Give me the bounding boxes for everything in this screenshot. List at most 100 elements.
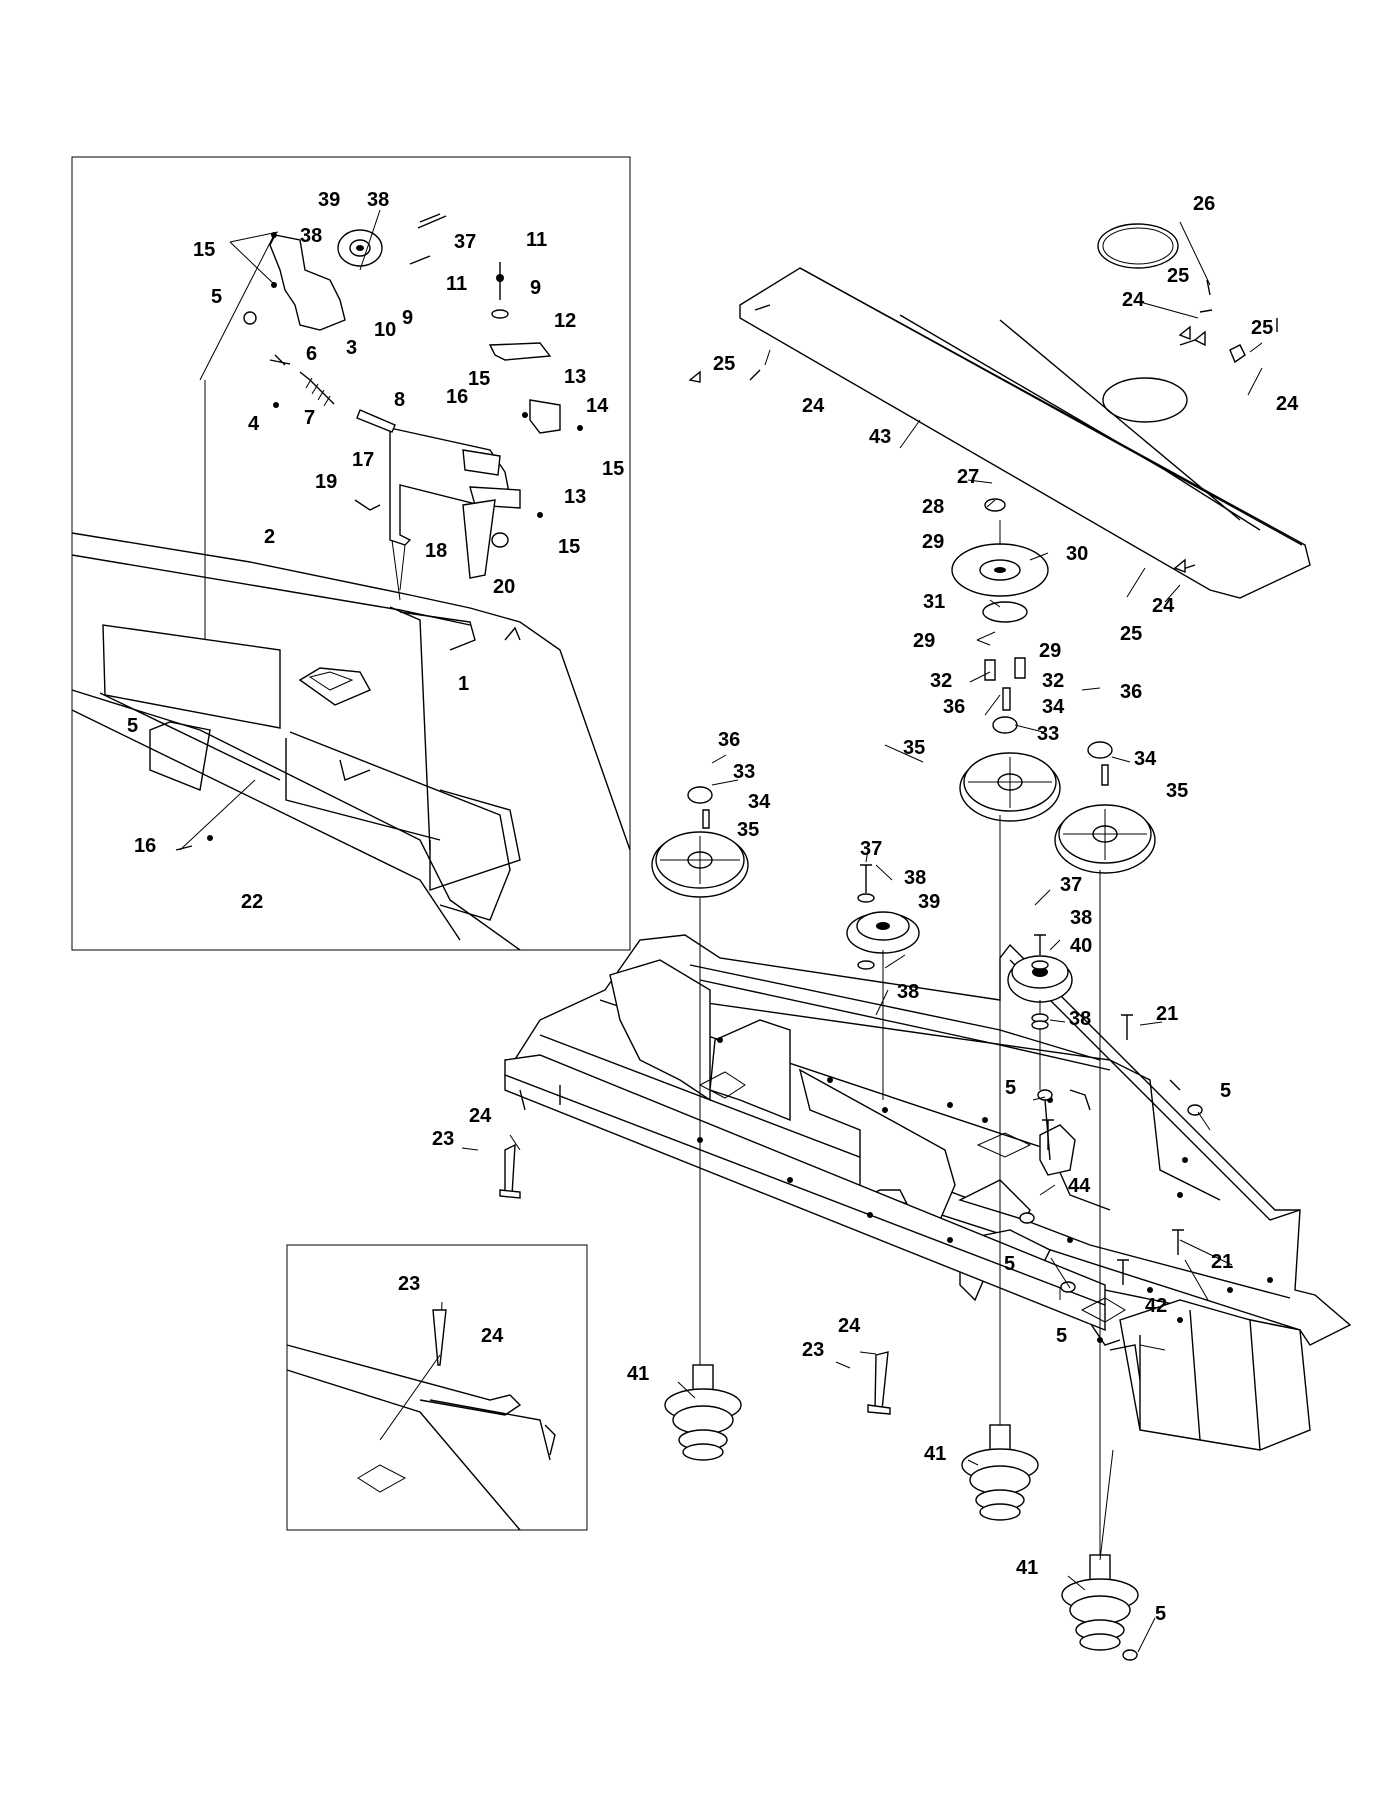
part-label-5: 5: [211, 286, 222, 308]
part-label-1: 1: [458, 673, 469, 695]
part-label-28: 28: [922, 496, 944, 518]
part-label-38: 38: [1069, 1008, 1091, 1030]
part-label-13: 13: [564, 366, 586, 388]
part-label-5: 5: [1005, 1077, 1016, 1099]
part-label-24: 24: [481, 1325, 504, 1347]
part-label-31: 31: [923, 591, 945, 613]
part-label-37: 37: [454, 231, 476, 253]
inset-bracket-detail: [286, 1244, 588, 1531]
part-label-15: 15: [602, 458, 624, 480]
pulleys: [651, 498, 1156, 1003]
part-label-18: 18: [425, 540, 447, 562]
belt-cover: [739, 223, 1311, 599]
part-label-38: 38: [897, 981, 919, 1003]
part-label-42: 42: [1145, 1295, 1167, 1317]
assembly-lines: [699, 520, 1101, 1555]
part-label-22: 22: [241, 891, 263, 913]
part-label-21: 21: [1211, 1251, 1233, 1273]
part-label-38: 38: [904, 867, 926, 889]
part-label-24: 24: [1276, 393, 1299, 415]
part-label-36: 36: [718, 729, 740, 751]
part-label-43: 43: [869, 426, 891, 448]
part-label-7: 7: [304, 407, 315, 429]
spindles: [664, 1364, 1139, 1651]
part-label-5: 5: [1155, 1603, 1166, 1625]
part-label-34: 34: [1134, 748, 1157, 770]
part-label-23: 23: [432, 1128, 454, 1150]
part-label-3: 3: [346, 337, 357, 359]
part-label-35: 35: [737, 819, 759, 841]
part-label-26: 26: [1193, 193, 1215, 215]
part-label-15: 15: [193, 239, 215, 261]
part-label-44: 44: [1068, 1175, 1091, 1197]
part-label-29: 29: [1039, 640, 1061, 662]
leader-lines: [461, 221, 1263, 1653]
part-label-30: 30: [1066, 543, 1088, 565]
part-label-9: 9: [402, 307, 413, 329]
part-label-19: 19: [315, 471, 337, 493]
part-label-32: 32: [1042, 670, 1064, 692]
inset-idler-detail: [71, 156, 631, 951]
part-label-35: 35: [1166, 780, 1188, 802]
part-label-24: 24: [838, 1315, 861, 1337]
part-label-14: 14: [586, 395, 609, 417]
part-label-11: 11: [526, 229, 547, 251]
part-label-25: 25: [713, 353, 735, 375]
part-label-39: 39: [318, 189, 340, 211]
part-label-24: 24: [469, 1105, 492, 1127]
part-label-37: 37: [860, 838, 882, 860]
part-label-37: 37: [1060, 874, 1082, 896]
part-label-35: 35: [903, 737, 925, 759]
part-label-38: 38: [300, 225, 322, 247]
part-labels: 39 38 15 38 37 11 11 9 5 9 10 12 3 6 13 …: [127, 189, 1299, 1625]
part-label-33: 33: [1037, 723, 1059, 745]
part-label-21: 21: [1156, 1003, 1178, 1025]
part-label-24: 24: [1152, 595, 1175, 617]
part-label-5: 5: [1004, 1253, 1015, 1275]
part-label-6: 6: [306, 343, 317, 365]
part-label-34: 34: [748, 791, 771, 813]
part-label-41: 41: [627, 1363, 649, 1385]
part-label-17: 17: [352, 449, 374, 471]
part-label-41: 41: [924, 1443, 946, 1465]
part-label-40: 40: [1070, 935, 1092, 957]
part-label-36: 36: [1120, 681, 1142, 703]
part-label-36: 36: [943, 696, 965, 718]
part-label-2: 2: [264, 526, 275, 548]
mower-deck: [503, 934, 1352, 1451]
part-label-16: 16: [446, 386, 468, 408]
part-label-38: 38: [367, 189, 389, 211]
part-label-41: 41: [1016, 1557, 1038, 1579]
part-label-15: 15: [558, 536, 580, 558]
part-label-25: 25: [1251, 317, 1273, 339]
part-label-15: 15: [468, 368, 490, 390]
part-label-23: 23: [398, 1273, 420, 1295]
part-label-4: 4: [248, 413, 260, 435]
part-label-10: 10: [374, 319, 396, 341]
part-label-38: 38: [1070, 907, 1092, 929]
part-label-5: 5: [127, 715, 138, 737]
part-label-9: 9: [530, 277, 541, 299]
part-label-29: 29: [922, 531, 944, 553]
part-label-12: 12: [554, 310, 576, 332]
part-label-27: 27: [957, 466, 979, 488]
part-label-24: 24: [802, 395, 825, 417]
hardware: [499, 279, 1278, 1661]
part-label-5: 5: [1220, 1080, 1231, 1102]
part-label-33: 33: [733, 761, 755, 783]
part-label-32: 32: [930, 670, 952, 692]
part-label-24: 24: [1122, 289, 1145, 311]
part-label-16: 16: [134, 835, 156, 857]
part-label-39: 39: [918, 891, 940, 913]
part-label-5: 5: [1056, 1325, 1067, 1347]
part-label-13: 13: [564, 486, 586, 508]
part-label-29: 29: [913, 630, 935, 652]
part-label-11: 11: [446, 273, 467, 295]
part-label-8: 8: [394, 389, 405, 411]
part-label-20: 20: [493, 576, 515, 598]
part-label-25: 25: [1167, 265, 1189, 287]
part-label-23: 23: [802, 1339, 824, 1361]
part-label-34: 34: [1042, 696, 1065, 718]
part-label-25: 25: [1120, 623, 1142, 645]
